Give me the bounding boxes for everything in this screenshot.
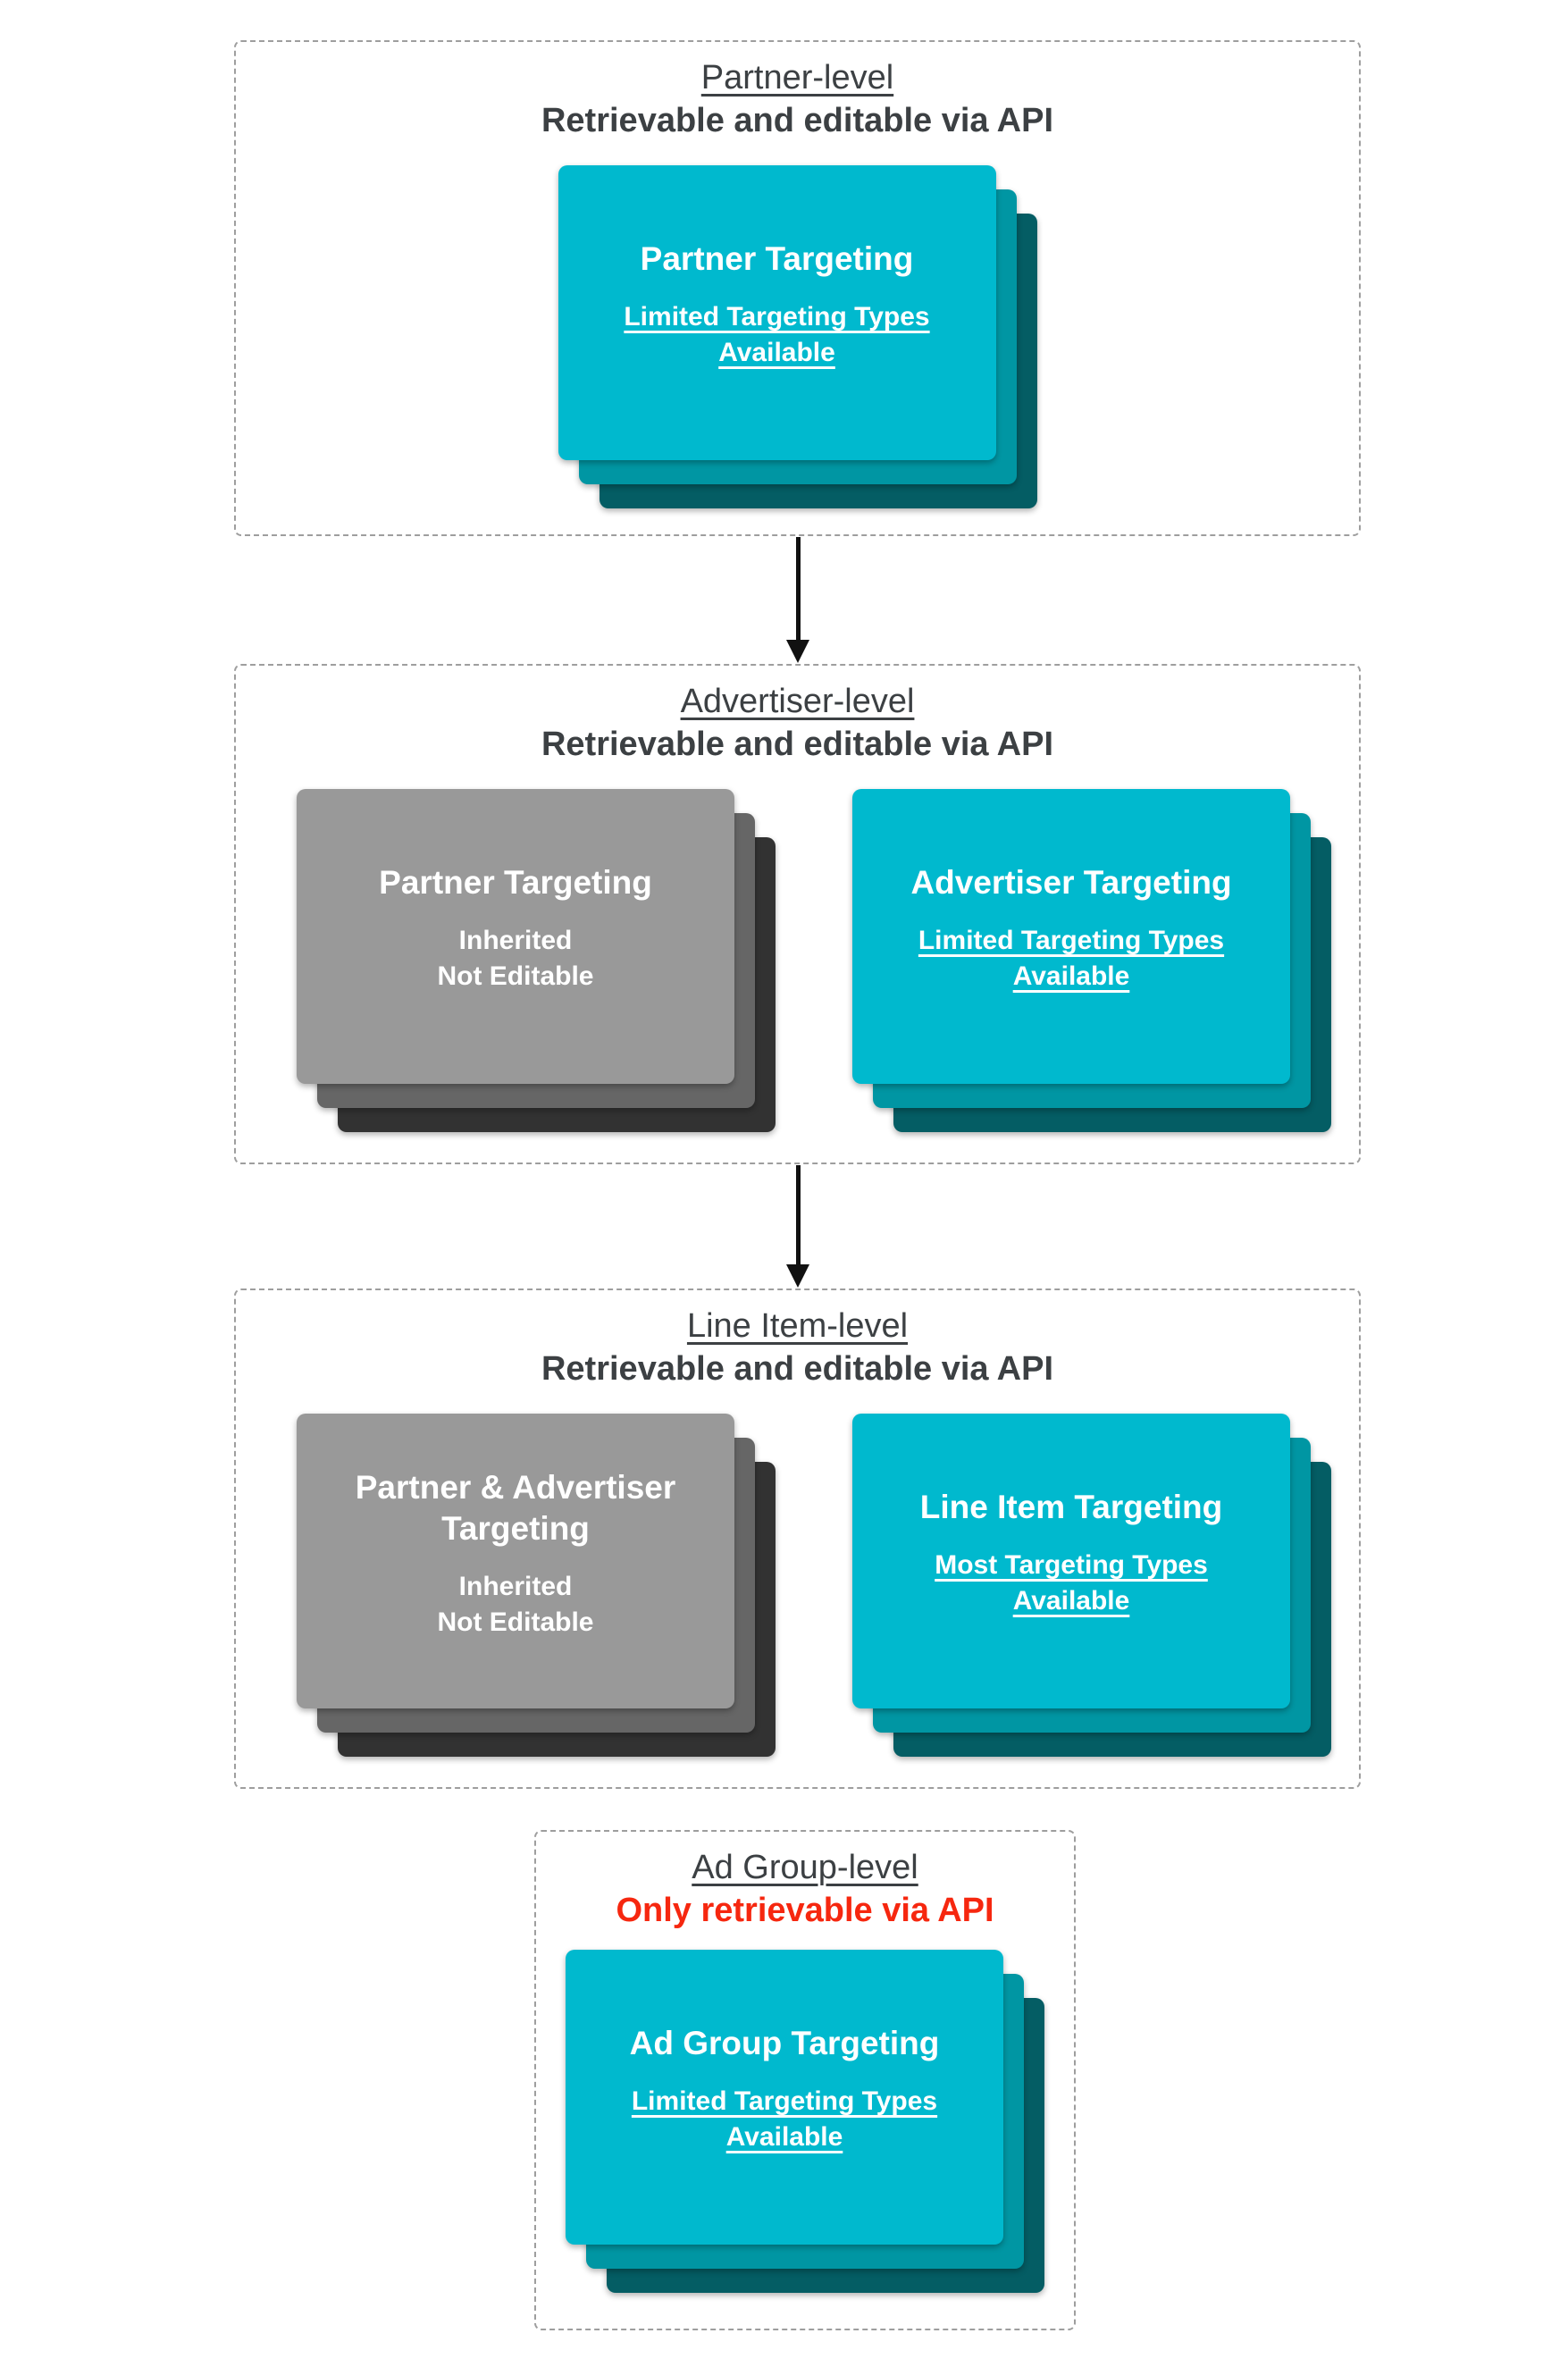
section-subtitle: Retrievable and editable via API bbox=[541, 1350, 1054, 1388]
section-title: Ad Group-level bbox=[692, 1849, 918, 1886]
card-title: Partner Targeting bbox=[640, 240, 914, 277]
card-title: Advertiser Targeting bbox=[910, 864, 1232, 901]
card-subtext-line2: Not Editable bbox=[437, 1607, 594, 1637]
section-subtitle: Retrievable and editable via API bbox=[541, 726, 1054, 763]
card-stack-line-item-targeting: Line Item Targeting Most Targeting Types… bbox=[852, 1414, 1331, 1757]
card-subtext-line1: Inherited bbox=[458, 926, 573, 955]
arrow-head-icon bbox=[786, 640, 809, 663]
card-title: Line Item Targeting bbox=[919, 1489, 1223, 1525]
card-stack-advertiser-targeting: Advertiser Targeting Limited Targeting T… bbox=[852, 789, 1331, 1132]
card-ad-group-targeting: Ad Group Targeting Limited Targeting Typ… bbox=[566, 1950, 1003, 2245]
card-title: Ad Group Targeting bbox=[629, 2025, 940, 2061]
section-title: Line Item-level bbox=[686, 1307, 909, 1345]
cards-row: Partner Targeting Limited Targeting Type… bbox=[236, 165, 1359, 508]
flow-arrow-down bbox=[786, 1165, 809, 1288]
card-inherited-partner-targeting: Partner Targeting Inherited Not Editable bbox=[297, 789, 734, 1084]
section-advertiser-level: Advertiser-level Retrievable and editabl… bbox=[234, 664, 1361, 1164]
card-subtext: Most Targeting Types Available bbox=[935, 1550, 1208, 1616]
card-stack-inherited-partner-advertiser-targeting: Partner & Advertiser Targeting Inherited… bbox=[297, 1414, 776, 1757]
card-stack-inherited-partner-targeting: Partner Targeting Inherited Not Editable bbox=[297, 789, 776, 1132]
cards-row: Partner Targeting Inherited Not Editable… bbox=[236, 789, 1359, 1132]
section-subtitle: Retrievable and editable via API bbox=[541, 102, 1054, 139]
card-partner-targeting: Partner Targeting Limited Targeting Type… bbox=[558, 165, 996, 460]
card-advertiser-targeting: Advertiser Targeting Limited Targeting T… bbox=[852, 789, 1290, 1084]
card-line-item-targeting: Line Item Targeting Most Targeting Types… bbox=[852, 1414, 1290, 1708]
card-stack-partner-targeting: Partner Targeting Limited Targeting Type… bbox=[558, 165, 1037, 508]
section-subtitle: Only retrievable via API bbox=[616, 1892, 994, 1929]
arrow-shaft bbox=[795, 1165, 801, 1264]
card-subtext: Limited Targeting Types Available bbox=[631, 2086, 938, 2152]
card-subtext-line1: Inherited bbox=[458, 1572, 573, 1601]
arrow-head-icon bbox=[786, 1264, 809, 1288]
card-subtext-line2: Not Editable bbox=[437, 961, 594, 991]
section-line-item-level: Line Item-level Retrievable and editable… bbox=[234, 1288, 1361, 1789]
card-inherited-partner-advertiser-targeting: Partner & Advertiser Targeting Inherited… bbox=[297, 1414, 734, 1708]
card-title: Partner Targeting bbox=[379, 864, 652, 901]
cards-row: Ad Group Targeting Limited Targeting Typ… bbox=[536, 1950, 1074, 2293]
card-subtext: Limited Targeting Types Available bbox=[918, 926, 1225, 991]
cards-row: Partner & Advertiser Targeting Inherited… bbox=[236, 1414, 1359, 1757]
section-ad-group-level: Ad Group-level Only retrievable via API … bbox=[534, 1830, 1076, 2330]
flow-arrow-down bbox=[786, 537, 809, 663]
section-title: Advertiser-level bbox=[680, 683, 915, 720]
card-stack-ad-group-targeting: Ad Group Targeting Limited Targeting Typ… bbox=[566, 1950, 1044, 2293]
card-subtext: Limited Targeting Types Available bbox=[624, 302, 930, 367]
arrow-shaft bbox=[795, 537, 801, 640]
section-title: Partner-level bbox=[700, 59, 894, 97]
section-partner-level: Partner-level Retrievable and editable v… bbox=[234, 40, 1361, 536]
card-title: Partner & Advertiser Targeting bbox=[355, 1469, 676, 1547]
